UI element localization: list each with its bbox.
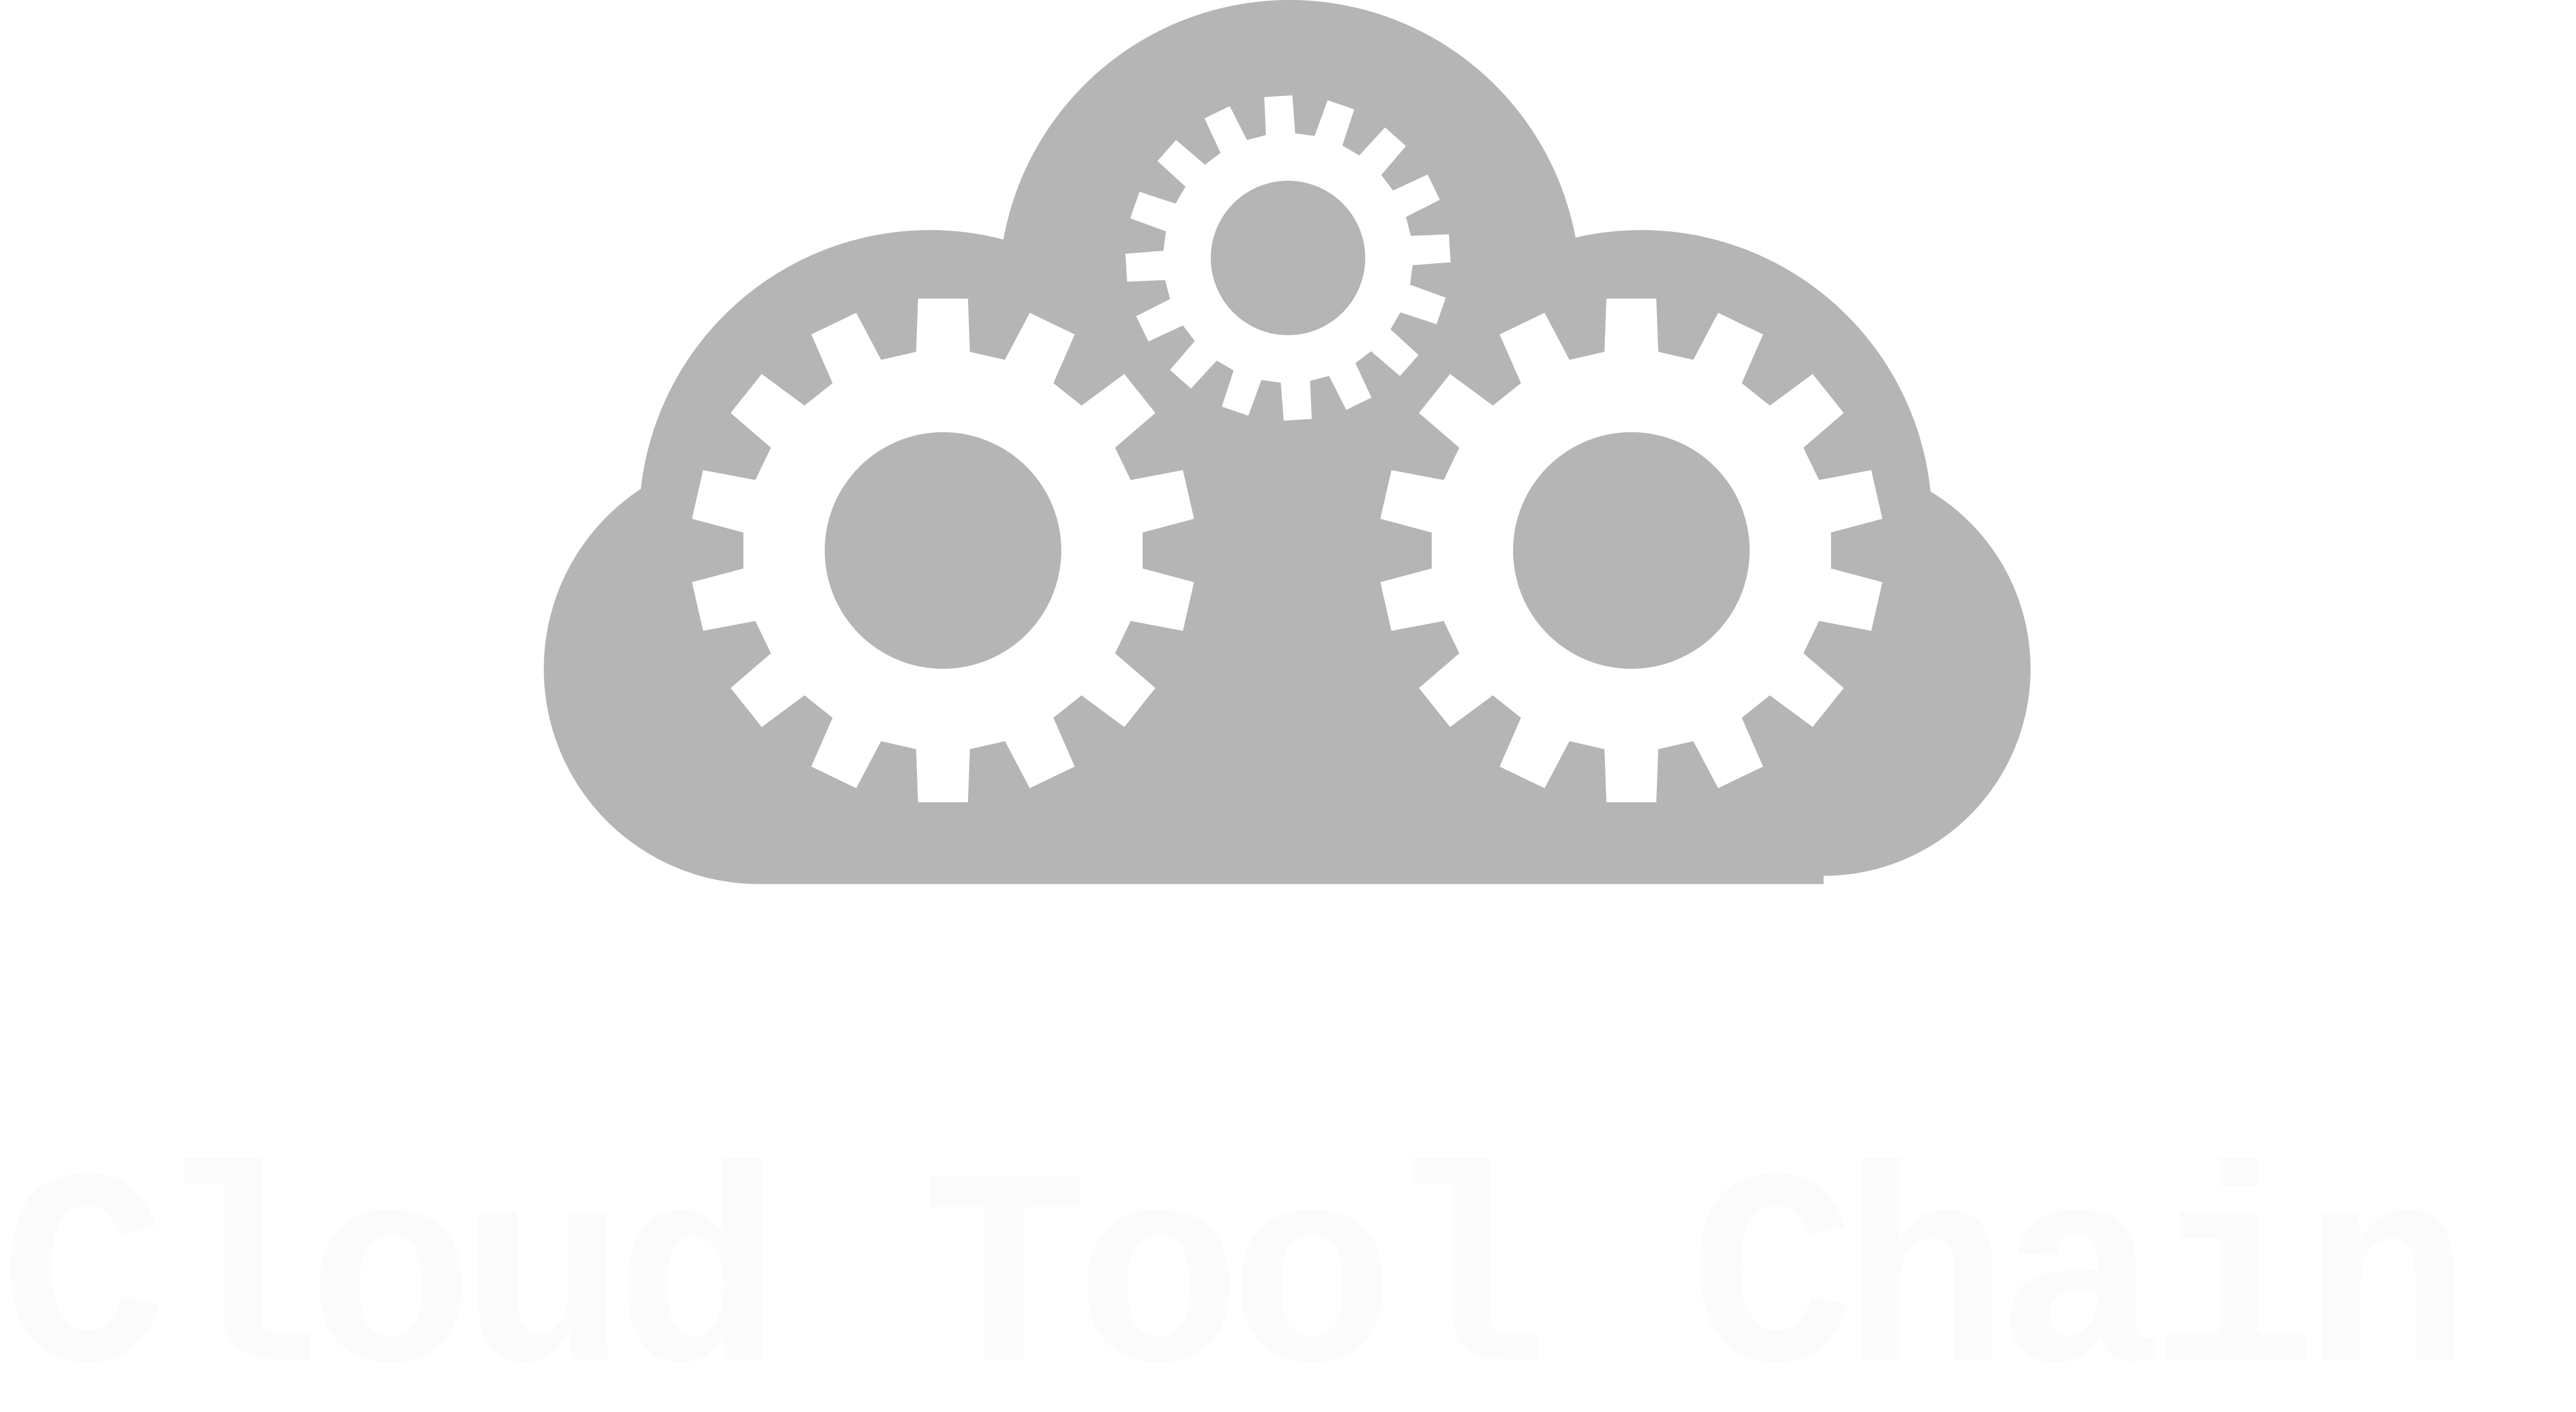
cloud-gears-icon <box>544 0 2031 884</box>
right-gear-icon <box>1380 298 1883 802</box>
gear-hub <box>1211 180 1365 335</box>
gear-hub <box>1513 432 1750 669</box>
wordmark: Cloud Tool Chain <box>0 1128 2470 1412</box>
gears-group <box>692 95 1883 802</box>
left-gear-icon <box>692 298 1194 802</box>
top-gear-icon <box>1125 95 1451 421</box>
gear-hub <box>824 432 1061 669</box>
